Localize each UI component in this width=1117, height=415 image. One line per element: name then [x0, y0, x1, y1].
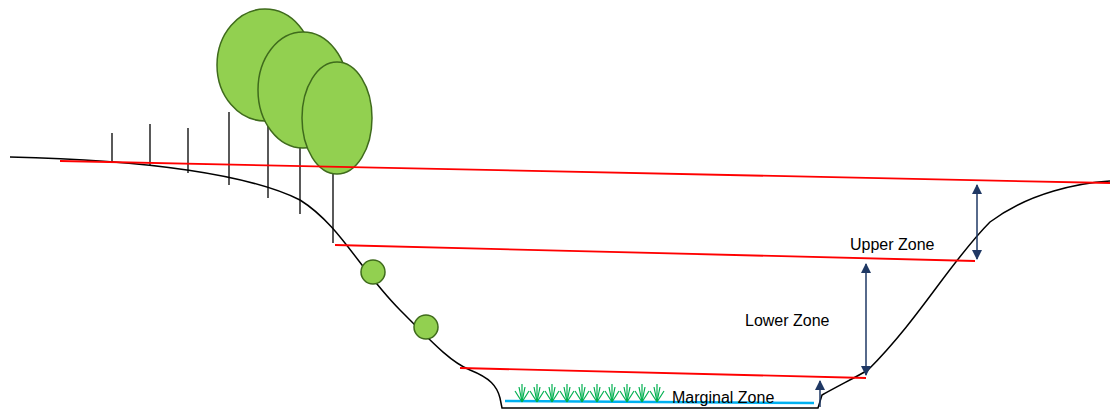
- zone-label: Upper Zone: [850, 236, 935, 254]
- reed-stroke: [642, 391, 649, 402]
- trees: [217, 9, 372, 174]
- reed-stroke: [597, 391, 604, 402]
- reed-stroke: [537, 391, 544, 402]
- reed-stroke: [582, 391, 589, 402]
- reeds: [515, 384, 664, 402]
- zone-label: Marginal Zone: [672, 389, 774, 407]
- reed-stroke: [552, 391, 559, 402]
- zone-lines: [60, 161, 1110, 378]
- reed-stroke: [612, 391, 619, 402]
- reed-stroke: [657, 391, 664, 402]
- reed-stroke: [567, 391, 574, 402]
- reed-stroke: [627, 391, 634, 402]
- bushes: [361, 260, 438, 339]
- zone-label: Lower Zone: [745, 312, 830, 330]
- reed-stroke: [522, 391, 529, 402]
- ground-profile: [10, 157, 1110, 408]
- zone-arrows: [820, 185, 977, 407]
